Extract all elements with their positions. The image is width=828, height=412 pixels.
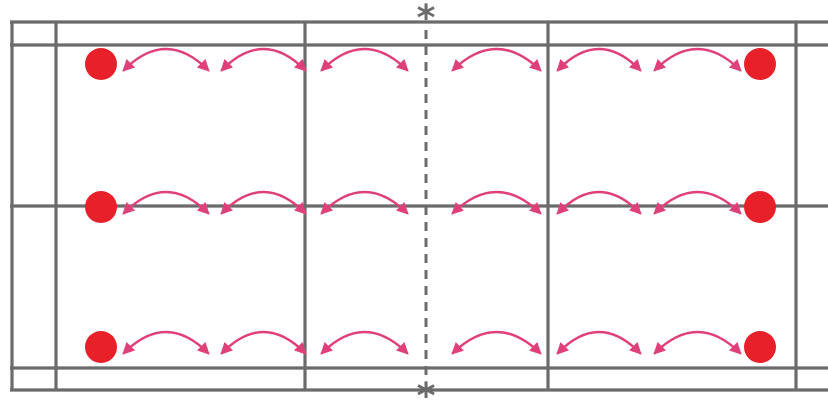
double-arrow-middle-1	[122, 190, 210, 215]
double-arrow-bottom-3	[320, 330, 409, 355]
double-arrow-top-2	[220, 47, 307, 72]
player-dot-top-right	[744, 48, 776, 80]
player-dot-middle-left	[85, 191, 117, 223]
net-post-top-symbol: *	[417, 0, 436, 39]
player-dot-middle-right	[744, 191, 776, 223]
double-arrow-top-5	[556, 47, 642, 72]
players-layer	[85, 48, 776, 363]
double-arrow-bottom-5	[556, 330, 642, 355]
net-post-bottom-symbol: *	[417, 376, 436, 412]
double-arrow-bottom-1	[122, 330, 210, 355]
double-arrow-top-3	[320, 47, 409, 72]
double-arrow-middle-4	[451, 190, 542, 215]
double-arrow-middle-2	[220, 190, 307, 215]
player-dot-bottom-left	[85, 331, 117, 363]
double-arrow-top-4	[451, 47, 542, 72]
double-arrow-top-1	[122, 47, 210, 72]
double-arrow-bottom-2	[220, 330, 307, 355]
double-arrow-middle-5	[556, 190, 642, 215]
double-arrow-middle-6	[653, 190, 742, 215]
player-dot-top-left	[85, 48, 117, 80]
double-arrow-bottom-4	[451, 330, 542, 355]
arrows-layer	[122, 47, 742, 355]
double-arrow-bottom-6	[653, 330, 742, 355]
double-arrow-middle-3	[320, 190, 409, 215]
double-arrow-top-6	[653, 47, 742, 72]
player-dot-bottom-right	[744, 331, 776, 363]
